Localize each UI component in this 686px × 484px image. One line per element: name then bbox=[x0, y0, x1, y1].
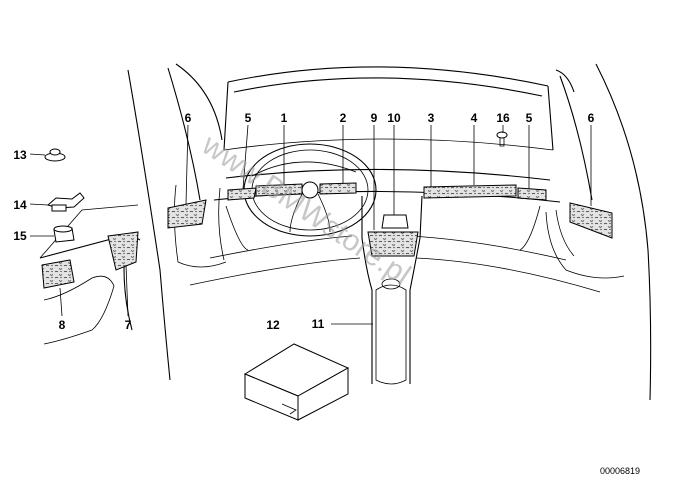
center-console bbox=[361, 195, 423, 385]
loose-parts bbox=[44, 131, 508, 243]
callout-8: 8 bbox=[59, 318, 66, 332]
callout-16: 16 bbox=[496, 111, 510, 125]
screw-16-icon bbox=[496, 131, 508, 147]
left-rear-door bbox=[39, 204, 141, 345]
windshield-frame bbox=[223, 66, 554, 151]
callout-13: 13 bbox=[13, 148, 27, 162]
callout-6-right: 6 bbox=[588, 111, 595, 125]
watermark: www.BMWstore.pl bbox=[195, 128, 416, 292]
cap-15-icon bbox=[53, 225, 75, 243]
callout-9: 9 bbox=[371, 111, 378, 125]
callout-5-left: 5 bbox=[245, 111, 252, 125]
callout-11: 11 bbox=[312, 317, 325, 331]
clip-13-icon bbox=[44, 148, 66, 162]
callout-4: 4 bbox=[471, 111, 478, 125]
callout-1: 1 bbox=[281, 111, 288, 125]
callout-2: 2 bbox=[340, 111, 347, 125]
callout-14: 14 bbox=[13, 198, 27, 212]
callout-3: 3 bbox=[428, 111, 435, 125]
callout-12: 12 bbox=[266, 318, 280, 332]
callout-7: 7 bbox=[125, 318, 132, 332]
callout-5-right: 5 bbox=[526, 111, 533, 125]
box-12-icon bbox=[243, 343, 350, 421]
trim-strips bbox=[167, 182, 613, 257]
callout-6-left: 6 bbox=[185, 111, 192, 125]
left-door-frame bbox=[127, 63, 227, 381]
callout-labels: 1 2 3 4 5 5 6 6 7 8 9 10 11 12 13 14 15 … bbox=[13, 111, 594, 332]
callout-15: 15 bbox=[13, 229, 27, 243]
leader-lines bbox=[29, 124, 592, 325]
reference-number: 00006819 bbox=[600, 466, 640, 476]
right-door-frame bbox=[545, 63, 652, 401]
bracket-14-icon bbox=[46, 192, 85, 212]
callout-10: 10 bbox=[387, 111, 401, 125]
